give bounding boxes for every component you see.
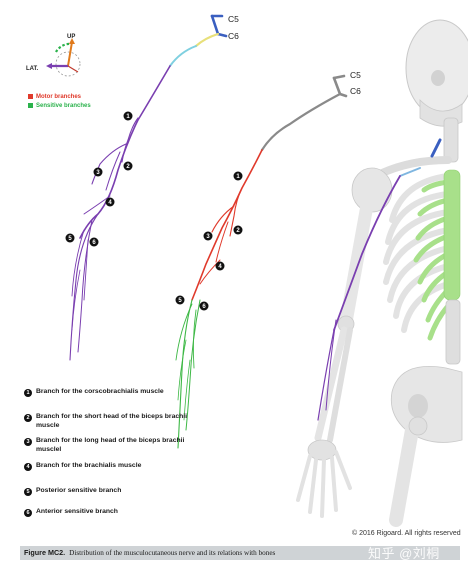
marker-5-right: 5 xyxy=(175,295,185,305)
marker-4-left: 4 xyxy=(105,197,115,207)
orientation-up-label: UP xyxy=(67,34,75,40)
right-nerve xyxy=(175,74,348,449)
sensitive-key: Sensitive branches xyxy=(28,103,91,109)
svg-text:4: 4 xyxy=(108,200,112,206)
marker-1-left: 1 xyxy=(123,111,133,121)
motor-key-label: Motor branches xyxy=(36,94,82,101)
svg-text:6: 6 xyxy=(92,240,96,246)
legend-number: 2 xyxy=(24,414,32,422)
skeleton-nerve xyxy=(317,138,442,421)
root-label-c5-right: C5 xyxy=(350,70,361,80)
root-label-c6-left: C6 xyxy=(228,31,239,41)
legend-text: Branch for the corscobrachialis muscle xyxy=(36,388,164,395)
right-branch-markers: 1 2 3 4 5 6 xyxy=(175,171,243,311)
legend-number: 3 xyxy=(24,438,32,446)
marker-1-right: 1 xyxy=(233,171,243,181)
watermark: 知乎 @刘桐 xyxy=(368,546,440,561)
svg-text:1: 1 xyxy=(126,114,130,120)
legend-number: 4 xyxy=(24,463,32,471)
motor-key: Motor branches xyxy=(28,94,81,100)
svg-text:5: 5 xyxy=(178,298,182,304)
left-branch-markers: 1 2 3 4 5 6 xyxy=(65,111,133,247)
marker-3-right: 3 xyxy=(203,231,213,241)
marker-2-left: 2 xyxy=(123,161,133,171)
svg-text:5: 5 xyxy=(68,236,72,242)
svg-text:1: 1 xyxy=(236,174,240,180)
copyright-notice: © 2016 Rigoard. All rights reserved xyxy=(352,530,461,537)
orientation-compass xyxy=(46,38,81,77)
skeleton xyxy=(296,19,468,527)
legend-number: 6 xyxy=(24,509,32,517)
svg-text:6: 6 xyxy=(202,304,206,310)
svg-text:2: 2 xyxy=(236,228,240,234)
marker-6-right: 6 xyxy=(199,301,209,311)
marker-2-right: 2 xyxy=(233,225,243,235)
legend-text: Branch for the short head of the biceps … xyxy=(36,413,188,429)
figure-caption: Figure MC2.Distribution of the musculocu… xyxy=(24,548,275,557)
caption-text: Distribution of the musculocutaneous ner… xyxy=(69,549,276,557)
legend-text: Posterior sensitive branch xyxy=(36,487,122,494)
legend-text: Anterior sensitive branch xyxy=(36,508,118,515)
caption-bar xyxy=(20,546,460,560)
orientation-lat-label: LAT. xyxy=(26,66,39,72)
marker-5-left: 5 xyxy=(65,233,75,243)
sensitive-key-label: Sensitive branches xyxy=(36,103,91,110)
svg-text:3: 3 xyxy=(96,170,100,176)
motor-swatch xyxy=(28,94,33,99)
legend-text: Branch for the brachialis muscle xyxy=(36,462,142,469)
legend-number: 1 xyxy=(24,389,32,397)
marker-4-right: 4 xyxy=(215,261,225,271)
sensitive-swatch xyxy=(28,103,33,108)
legend-text: Branch for the long head of the biceps b… xyxy=(36,437,185,453)
root-label-c5-left: C5 xyxy=(228,14,239,24)
figure-label: Figure MC2. xyxy=(24,548,66,557)
legend-number: 5 xyxy=(24,488,32,496)
marker-6-left: 6 xyxy=(89,237,99,247)
svg-text:2: 2 xyxy=(126,164,130,170)
left-nerve xyxy=(69,14,228,361)
svg-text:3: 3 xyxy=(206,234,210,240)
marker-3-left: 3 xyxy=(93,167,103,177)
root-label-c6-right: C6 xyxy=(350,86,361,96)
svg-text:4: 4 xyxy=(218,264,222,270)
